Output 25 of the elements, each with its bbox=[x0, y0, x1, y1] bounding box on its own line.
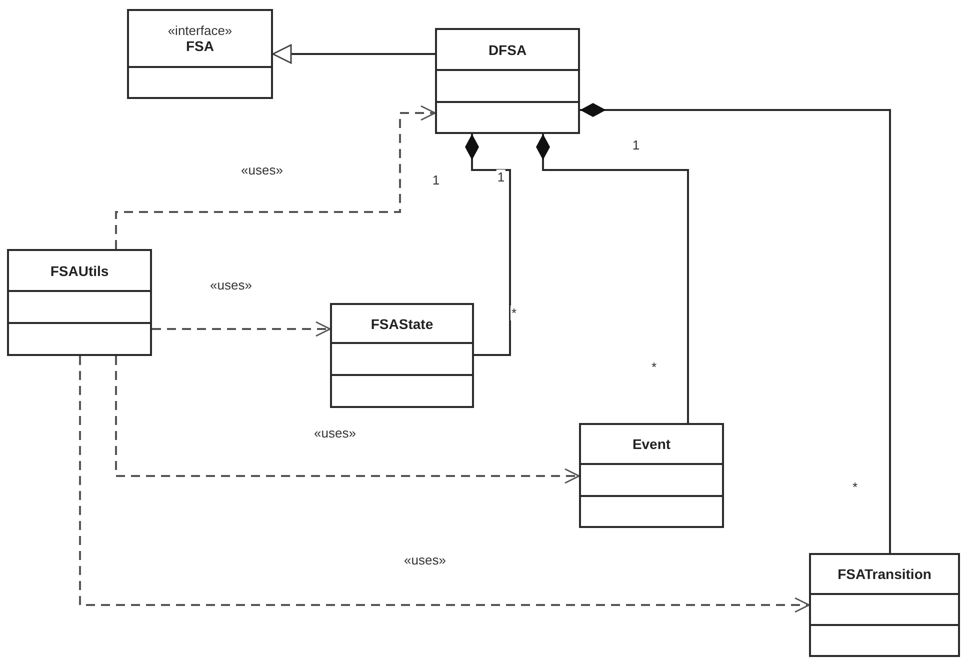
composition-line bbox=[580, 103, 891, 553]
class-box bbox=[579, 423, 724, 528]
class-name: FSATransition bbox=[838, 566, 932, 582]
dependency-arrow bbox=[79, 356, 810, 613]
class-box bbox=[330, 303, 474, 408]
stereotype-label: «interface» bbox=[168, 23, 232, 38]
class-name: Event bbox=[632, 436, 671, 452]
class-box bbox=[127, 9, 273, 99]
class-name: DFSA bbox=[488, 42, 527, 58]
class-name: FSAUtils bbox=[50, 262, 109, 278]
multiplicity-label: 1 bbox=[431, 172, 441, 188]
multiplicity-label: 1 bbox=[496, 170, 506, 184]
realization-arrow bbox=[272, 44, 435, 64]
class-box bbox=[435, 28, 580, 134]
dependency-arrow bbox=[152, 321, 331, 337]
dependency-arrow bbox=[115, 105, 436, 249]
dependency-arrow bbox=[115, 356, 580, 484]
class-box bbox=[7, 249, 152, 356]
class-box bbox=[809, 553, 960, 657]
composition-line bbox=[536, 134, 689, 423]
class-name: FSA bbox=[186, 38, 214, 54]
multiplicity-label: 1 bbox=[631, 138, 641, 152]
class-name: FSAState bbox=[370, 316, 434, 332]
composition-line bbox=[465, 134, 511, 356]
multiplicity-label: * bbox=[510, 306, 518, 320]
